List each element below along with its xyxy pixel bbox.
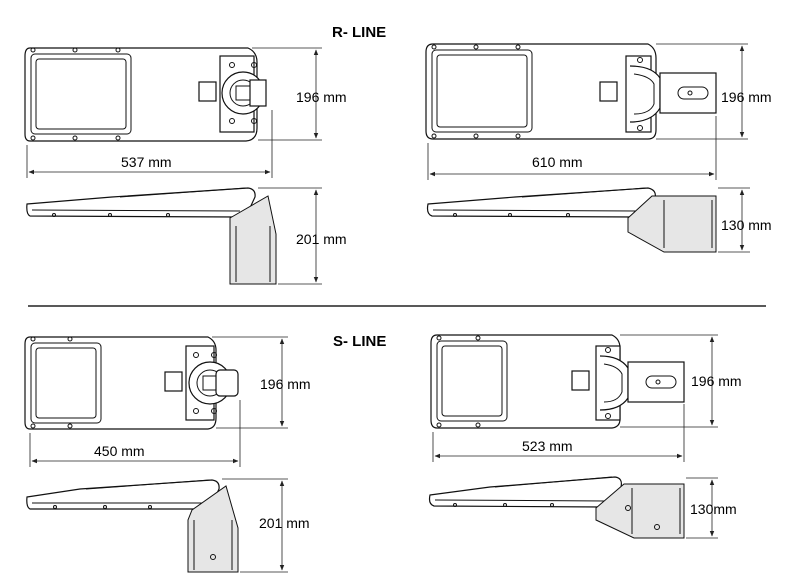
r-line-right-top-view [425,43,717,140]
s-line-right-top-length-label: 523 mm [522,438,573,454]
s-line-left-top-view [24,336,239,430]
r-line-left-height-dimension [252,47,322,141]
s-line-left-top-height-label: 196 mm [260,376,311,392]
r-line-left-top-view [24,47,267,142]
s-line-right-side-height-dimension [686,477,718,539]
r-line-left-side-height-dimension [258,187,322,285]
r-line-right-side-height-label: 130 mm [721,217,772,233]
s-line-right-height-dimension [620,334,718,428]
s-line-left-side-height-label: 201 mm [259,515,310,531]
r-line-left-side-height-label: 201 mm [296,231,347,247]
r-line-left-top-height-label: 196 mm [296,89,347,105]
r-line-right-length-dimension [427,116,717,180]
s-line-right-side-view [428,476,685,539]
r-line-left-length-dimension [26,110,273,178]
s-line-right-side-height-label: 130mm [690,501,737,517]
s-line-left-height-dimension [212,336,288,429]
r-line-right-top-height-label: 196 mm [721,89,772,105]
r-line-title: R- LINE [332,24,386,41]
s-line-left-top-length-label: 450 mm [94,443,145,459]
s-line-left-side-height-dimension [222,478,288,573]
r-line-right-top-length-label: 610 mm [532,154,583,170]
r-line-right-side-height-dimension [718,187,750,253]
r-line-left-top-length-label: 537 mm [121,154,172,170]
s-line-right-top-height-label: 196 mm [691,373,742,389]
s-line-right-top-view [430,334,685,429]
s-line-left-side-view [26,479,239,573]
r-line-right-side-view [426,187,717,253]
s-line-title: S- LINE [333,333,386,350]
r-line-left-side-view [26,187,277,285]
r-line-right-height-dimension [656,43,748,140]
s-line-right-length-dimension [432,404,685,462]
s-line-left-length-dimension [29,400,241,467]
